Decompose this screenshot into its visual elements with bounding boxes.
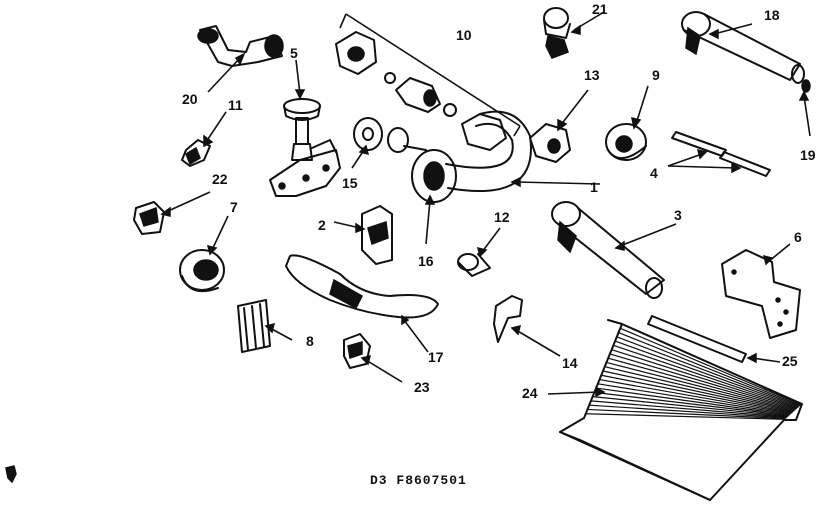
rack-slat <box>594 391 789 417</box>
part-6-bracket <box>721 249 801 339</box>
part-13-nut <box>529 123 571 163</box>
rack-slat <box>592 396 789 417</box>
part-20-bent-pin <box>197 25 284 67</box>
rack-slat <box>614 340 799 408</box>
part-2-clamp <box>361 205 393 265</box>
corner-mark <box>5 465 17 484</box>
callout-4: 4 <box>650 165 658 181</box>
callout-1: 1 <box>590 179 598 195</box>
part-4-pins <box>671 131 771 177</box>
rack-slat <box>599 378 792 415</box>
part-8-pad <box>237 299 271 353</box>
rack-slat <box>609 353 797 410</box>
callout-25: 25 <box>782 353 798 369</box>
rack-slat <box>618 331 801 407</box>
rack-slat <box>590 400 788 418</box>
rack-slat <box>596 387 790 416</box>
callout-18: 18 <box>764 7 780 23</box>
rack-slat <box>620 327 802 406</box>
part-16-coupling <box>387 127 457 203</box>
callout-24: 24 <box>522 385 538 401</box>
callout-9: 9 <box>652 67 660 83</box>
callout-5: 5 <box>290 45 298 61</box>
part-21-clamp <box>543 7 571 59</box>
arrowheads <box>160 24 810 398</box>
part-18-tube <box>681 11 811 93</box>
part-11-clip <box>181 139 211 167</box>
part-25-rod <box>647 315 747 363</box>
part-17-hose <box>285 254 439 319</box>
callout-21: 21 <box>592 1 608 17</box>
rack-slat <box>613 344 799 409</box>
rack-slat <box>587 408 786 420</box>
rack-slats <box>585 327 802 420</box>
rack-slat <box>611 349 798 409</box>
rack-slat <box>601 374 793 414</box>
rack-slat <box>606 361 795 412</box>
part-9-washer <box>605 123 647 161</box>
callout-17: 17 <box>428 349 444 365</box>
part-7-grommet <box>179 249 225 292</box>
callout-22: 22 <box>212 171 228 187</box>
part-15-washer <box>353 117 383 151</box>
leader-lines <box>165 11 811 395</box>
part-14-clip <box>493 295 523 343</box>
diagram-code: D3 F8607501 <box>370 473 467 488</box>
callout-15: 15 <box>342 175 358 191</box>
callout-6: 6 <box>794 229 802 245</box>
rack-slat <box>608 357 796 411</box>
part-23-clip <box>343 333 371 369</box>
callout-13: 13 <box>584 67 600 83</box>
callout-14: 14 <box>562 355 578 371</box>
part-22-clip <box>133 201 165 235</box>
callout-3: 3 <box>674 207 682 223</box>
callout-23: 23 <box>414 379 430 395</box>
callout-10: 10 <box>456 27 472 43</box>
rack-slat <box>604 366 794 412</box>
callout-8: 8 <box>306 333 314 349</box>
part-3-pipe <box>551 201 665 299</box>
callout-2: 2 <box>318 217 326 233</box>
callout-19: 19 <box>800 147 816 163</box>
callout-7: 7 <box>230 199 238 215</box>
rack-slat <box>585 413 785 420</box>
part-10-fitting-set <box>335 31 507 151</box>
callout-20: 20 <box>182 91 198 107</box>
rack-slat <box>616 336 800 407</box>
part-24-rack <box>559 319 803 501</box>
part-5-valve <box>269 98 341 197</box>
rack-slat <box>597 383 791 415</box>
rack-slat <box>602 370 794 413</box>
rack-slat <box>589 404 787 419</box>
callout-16: 16 <box>418 253 434 269</box>
part-12-sleeve <box>457 253 491 277</box>
callout-11: 11 <box>228 97 243 113</box>
callout-12: 12 <box>494 209 510 225</box>
